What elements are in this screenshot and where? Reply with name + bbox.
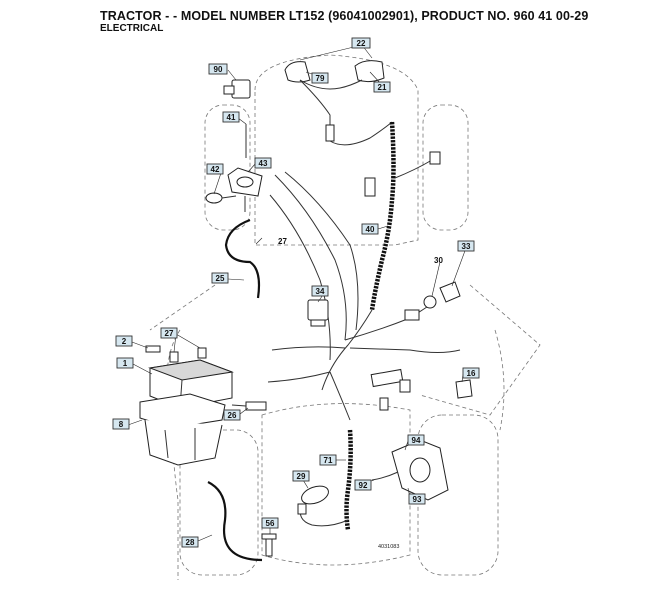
svg-text:92: 92 <box>359 481 368 490</box>
battery <box>145 345 234 409</box>
callout-33: 33 <box>457 240 475 252</box>
callout-26: 26 <box>223 409 241 421</box>
svg-text:28: 28 <box>186 538 195 547</box>
svg-text:71: 71 <box>324 456 333 465</box>
callout-29: 29 <box>292 470 310 482</box>
svg-text:41: 41 <box>227 113 236 122</box>
svg-text:34: 34 <box>316 287 325 296</box>
seat-area-outline <box>261 403 411 566</box>
bolt <box>261 533 277 557</box>
callout-8: 8 <box>112 418 130 430</box>
svg-text:93: 93 <box>413 495 422 504</box>
callout-71: 71 <box>319 454 337 466</box>
callout-43: 43 <box>254 157 272 169</box>
svg-text:94: 94 <box>412 436 421 445</box>
label-27-plain: 27 <box>278 237 287 246</box>
callout-94: 94 <box>407 434 425 446</box>
wire-25 <box>224 218 261 299</box>
callout-1: 1 <box>116 357 134 369</box>
tractor-outline <box>149 54 541 580</box>
deck-outline <box>149 284 541 416</box>
svg-text:29: 29 <box>297 472 306 481</box>
pto-switch <box>371 439 449 501</box>
callout-25: 25 <box>211 272 229 284</box>
callout-42: 42 <box>206 163 224 175</box>
callout-34: 34 <box>311 285 329 297</box>
seat-switch <box>423 281 461 309</box>
callout-40: 40 <box>361 223 379 235</box>
svg-text:56: 56 <box>266 519 275 528</box>
callout-92: 92 <box>354 479 372 491</box>
callout-28: 28 <box>181 536 199 548</box>
svg-text:2: 2 <box>122 337 127 346</box>
wire-28 <box>207 481 263 562</box>
svg-text:40: 40 <box>366 225 375 234</box>
callout-56: 56 <box>261 517 279 529</box>
callout-79: 79 <box>311 72 329 84</box>
callout-41: 41 <box>222 111 240 123</box>
svg-text:16: 16 <box>467 369 476 378</box>
wiring-bundle <box>267 151 461 421</box>
relay <box>307 299 329 327</box>
svg-text:27: 27 <box>165 329 174 338</box>
callout-22: 22 <box>351 37 371 49</box>
svg-text:90: 90 <box>214 65 223 74</box>
callout-2: 2 <box>115 335 133 347</box>
svg-text:79: 79 <box>316 74 325 83</box>
svg-text:43: 43 <box>259 159 268 168</box>
svg-text:21: 21 <box>378 83 387 92</box>
callout-93: 93 <box>408 493 426 505</box>
page-subtitle: ELECTRICAL <box>100 23 164 34</box>
callout-16: 16 <box>462 367 480 379</box>
drawing-id: 4031083 <box>378 544 399 550</box>
ground-terminal <box>231 401 267 411</box>
ignition-switch <box>223 79 251 99</box>
callout-21: 21 <box>373 81 391 93</box>
callout-27: 27 <box>160 327 178 339</box>
svg-text:22: 22 <box>357 39 366 48</box>
svg-text:25: 25 <box>216 274 225 283</box>
svg-text:30: 30 <box>434 256 443 265</box>
main-harness-coil <box>369 121 396 311</box>
svg-text:1: 1 <box>123 359 128 368</box>
switch-assembly <box>205 124 263 212</box>
hood-outline <box>254 54 419 246</box>
battery-tray <box>139 393 226 466</box>
svg-text:26: 26 <box>228 411 237 420</box>
callout-30: 30 <box>434 256 443 265</box>
page-title: TRACTOR - - MODEL NUMBER LT152 (96041002… <box>100 9 589 23</box>
svg-text:42: 42 <box>211 165 220 174</box>
coil-71 <box>344 429 353 531</box>
front-right-wheel-outline <box>422 104 469 231</box>
svg-text:33: 33 <box>462 242 471 251</box>
headlight-assembly <box>284 60 393 146</box>
svg-text:8: 8 <box>119 420 124 429</box>
connector-29 <box>297 485 349 527</box>
callout-90: 90 <box>208 63 228 75</box>
clip-16 <box>455 379 473 399</box>
